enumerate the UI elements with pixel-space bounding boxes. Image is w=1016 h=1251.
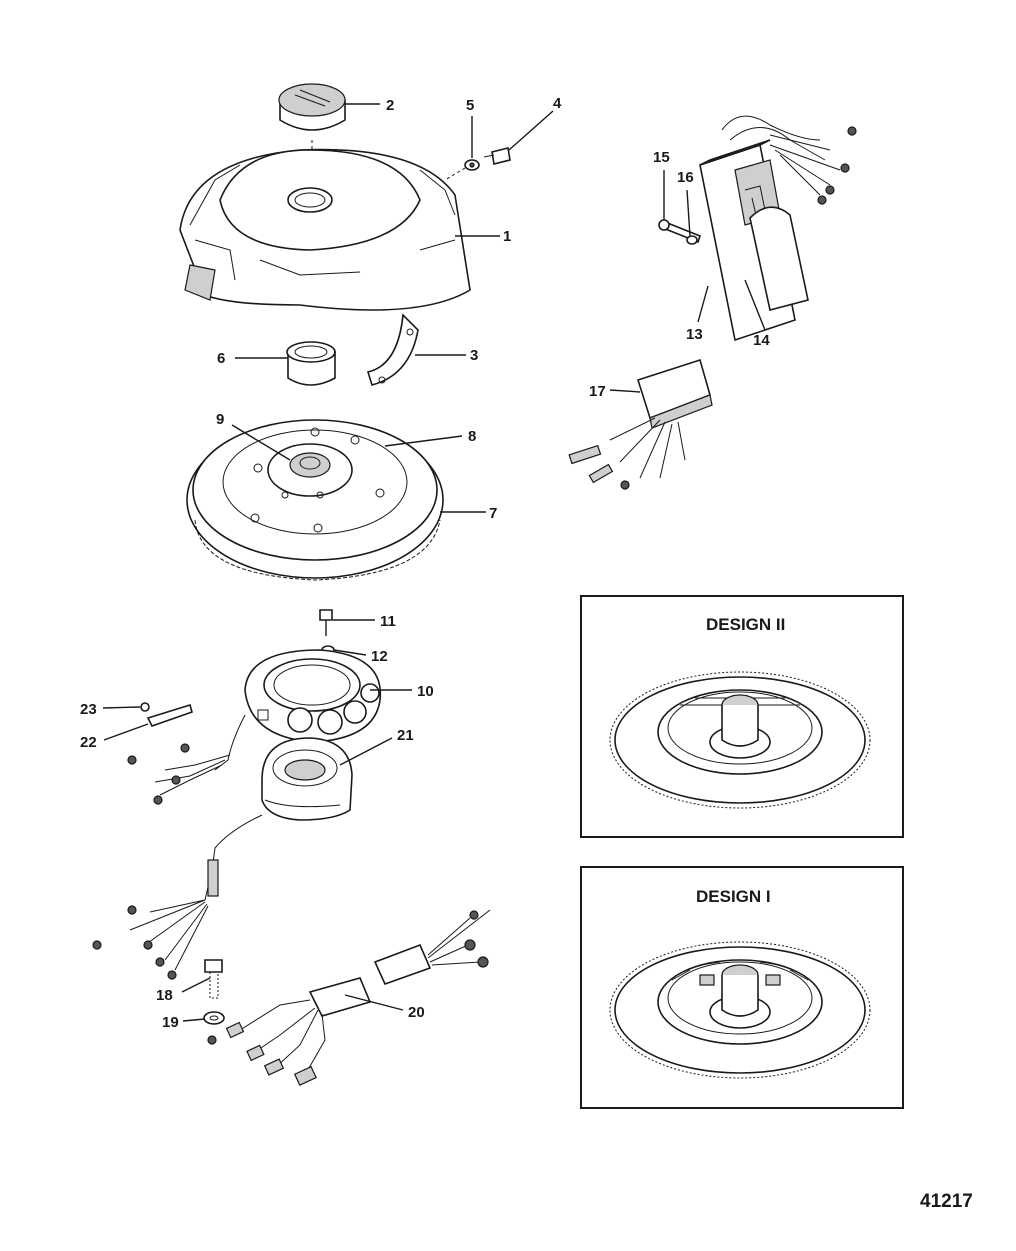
part-plate-14 — [749, 206, 809, 311]
label-part-2: 2 — [386, 97, 394, 114]
part-stator — [244, 649, 382, 743]
part-washer-16 — [686, 235, 698, 245]
label-part-4: 4 — [553, 95, 562, 112]
label-part-14: 14 — [753, 332, 770, 349]
label-part-10: 10 — [417, 683, 434, 700]
inset-design-ii: DESIGN II — [580, 595, 904, 838]
label-part-19: 19 — [162, 1014, 179, 1031]
label-part-9: 9 — [216, 411, 224, 428]
part-washer-19 — [203, 1011, 225, 1025]
part-flywheel — [186, 419, 444, 581]
part-flywheel-cover — [179, 148, 471, 311]
label-part-20: 20 — [408, 1004, 425, 1021]
part-number-labels: 1 2 3 4 5 6 7 8 9 10 11 12 13 14 15 16 1… — [80, 95, 770, 1031]
stator-wiring — [127, 714, 246, 805]
part-cap — [278, 83, 346, 178]
label-part-18: 18 — [156, 987, 173, 1004]
part-clip-22 — [146, 703, 193, 727]
part-trigger — [261, 737, 353, 821]
label-part-13: 13 — [686, 326, 703, 343]
label-part-22: 22 — [80, 734, 97, 751]
label-part-7: 7 — [489, 505, 497, 522]
label-part-15: 15 — [653, 149, 670, 166]
label-part-5: 5 — [466, 97, 474, 114]
figure-number: 41217 — [920, 1191, 973, 1212]
label-part-16: 16 — [677, 169, 694, 186]
label-part-11: 11 — [380, 613, 396, 630]
label-part-6: 6 — [217, 350, 225, 367]
part-bushing — [286, 341, 336, 386]
part-screw-4 — [483, 147, 511, 165]
leader-lines — [102, 103, 766, 1022]
label-part-8: 8 — [468, 428, 476, 445]
part-bracket — [366, 313, 419, 386]
inset-design-ii-title: DESIGN II — [706, 615, 785, 634]
label-part-1: 1 — [503, 228, 511, 245]
trigger-harness — [92, 814, 263, 980]
label-part-17: 17 — [589, 383, 606, 400]
part-wiring-harness — [207, 909, 491, 1086]
part-bolt-18 — [204, 959, 223, 999]
label-part-12: 12 — [371, 648, 388, 665]
part-washer-5 — [444, 159, 480, 181]
inset-design-i-title: DESIGN I — [696, 887, 771, 906]
part-bolt-11 — [319, 609, 333, 636]
label-part-23: 23 — [80, 701, 97, 718]
label-part-3: 3 — [470, 347, 478, 364]
part-screw-23 — [140, 702, 150, 712]
label-part-21: 21 — [397, 727, 414, 744]
part-rectifier-17 — [568, 358, 713, 490]
inset-design-i: DESIGN I — [580, 866, 904, 1109]
